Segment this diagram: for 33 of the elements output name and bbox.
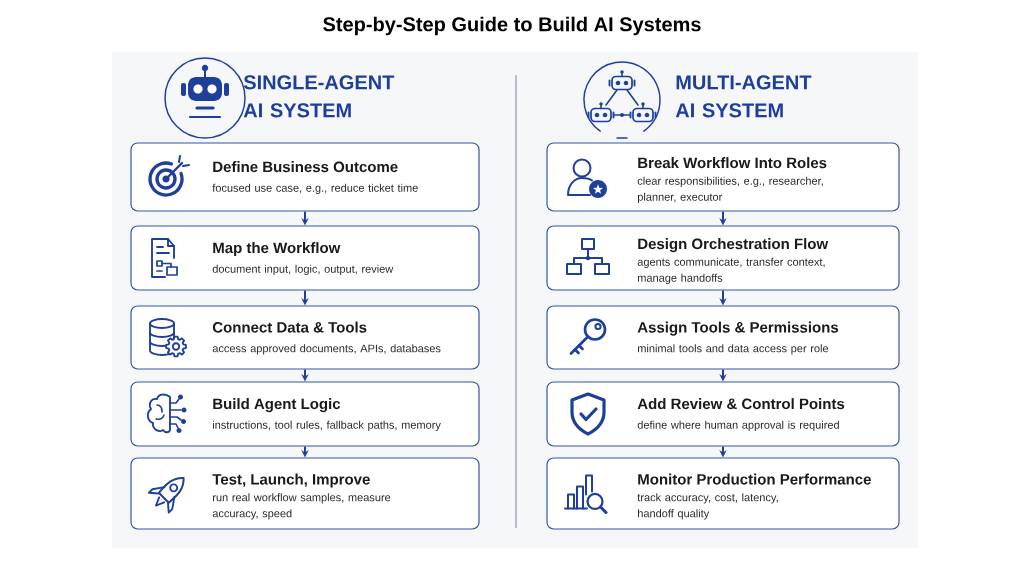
step-title: Break Workflow Into Roles <box>638 157 827 169</box>
step-description: focused use case, e.g., reduce ticket time <box>212 183 418 194</box>
step-title: Design Orchestration Flow <box>638 238 829 253</box>
step-description: agents communicate, transfer context, manage handoffs <box>637 257 825 284</box>
step-description: track accuracy, cost, latency, handoff quality <box>637 493 778 520</box>
section-heading: MULTI-AGENT AI SYSTEM <box>675 75 812 118</box>
step-title: Test, Launch, Improve <box>212 473 370 488</box>
step-description: define where human approval is required <box>637 420 839 431</box>
step-title: Map the Workflow <box>213 242 341 257</box>
step-box <box>546 142 900 212</box>
step-box <box>546 305 900 370</box>
section-heading: SINGLE-AGENT AI SYSTEM <box>243 75 395 118</box>
step-title: Define Business Outcome <box>213 161 398 173</box>
step-box <box>130 381 480 447</box>
step-box <box>130 305 480 370</box>
step-title: Assign Tools & Permissions <box>637 321 839 336</box>
step-title: Build Agent Logic <box>213 398 341 413</box>
step-box <box>546 225 900 291</box>
step-box <box>546 457 900 530</box>
step-box <box>130 142 480 212</box>
step-description: instructions, tool rules, fallback paths, memory <box>213 420 441 431</box>
step-description: run real workflow samples, measure accuracy, speed <box>212 493 391 520</box>
step-title: Connect Data & Tools <box>212 321 367 333</box>
step-description: minimal tools and data access per role <box>638 344 829 355</box>
title: Step-by-Step Guide to Build AI Systems <box>323 16 701 36</box>
step-description: document input, logic, output, review <box>212 264 394 275</box>
step-box <box>130 457 480 530</box>
step-description: clear responsibilities, e.g., researcher, planner, executor <box>637 176 823 203</box>
step-description: access approved documents, APIs, databases <box>212 344 441 355</box>
step-title: Add Review & Control Points <box>637 398 845 410</box>
step-title: Monitor Production Performance <box>638 473 871 485</box>
step-box <box>130 225 480 291</box>
step-box <box>546 381 900 447</box>
